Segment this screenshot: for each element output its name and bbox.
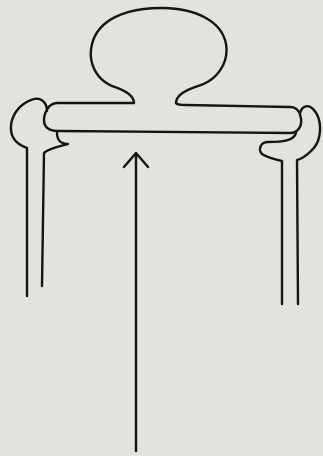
right-side-element [297,106,320,304]
arrow [124,153,148,451]
left-side-element-inner [42,133,68,286]
head-outline [91,8,227,103]
bar-outline [44,103,301,133]
right-side-element-inner [260,133,296,304]
